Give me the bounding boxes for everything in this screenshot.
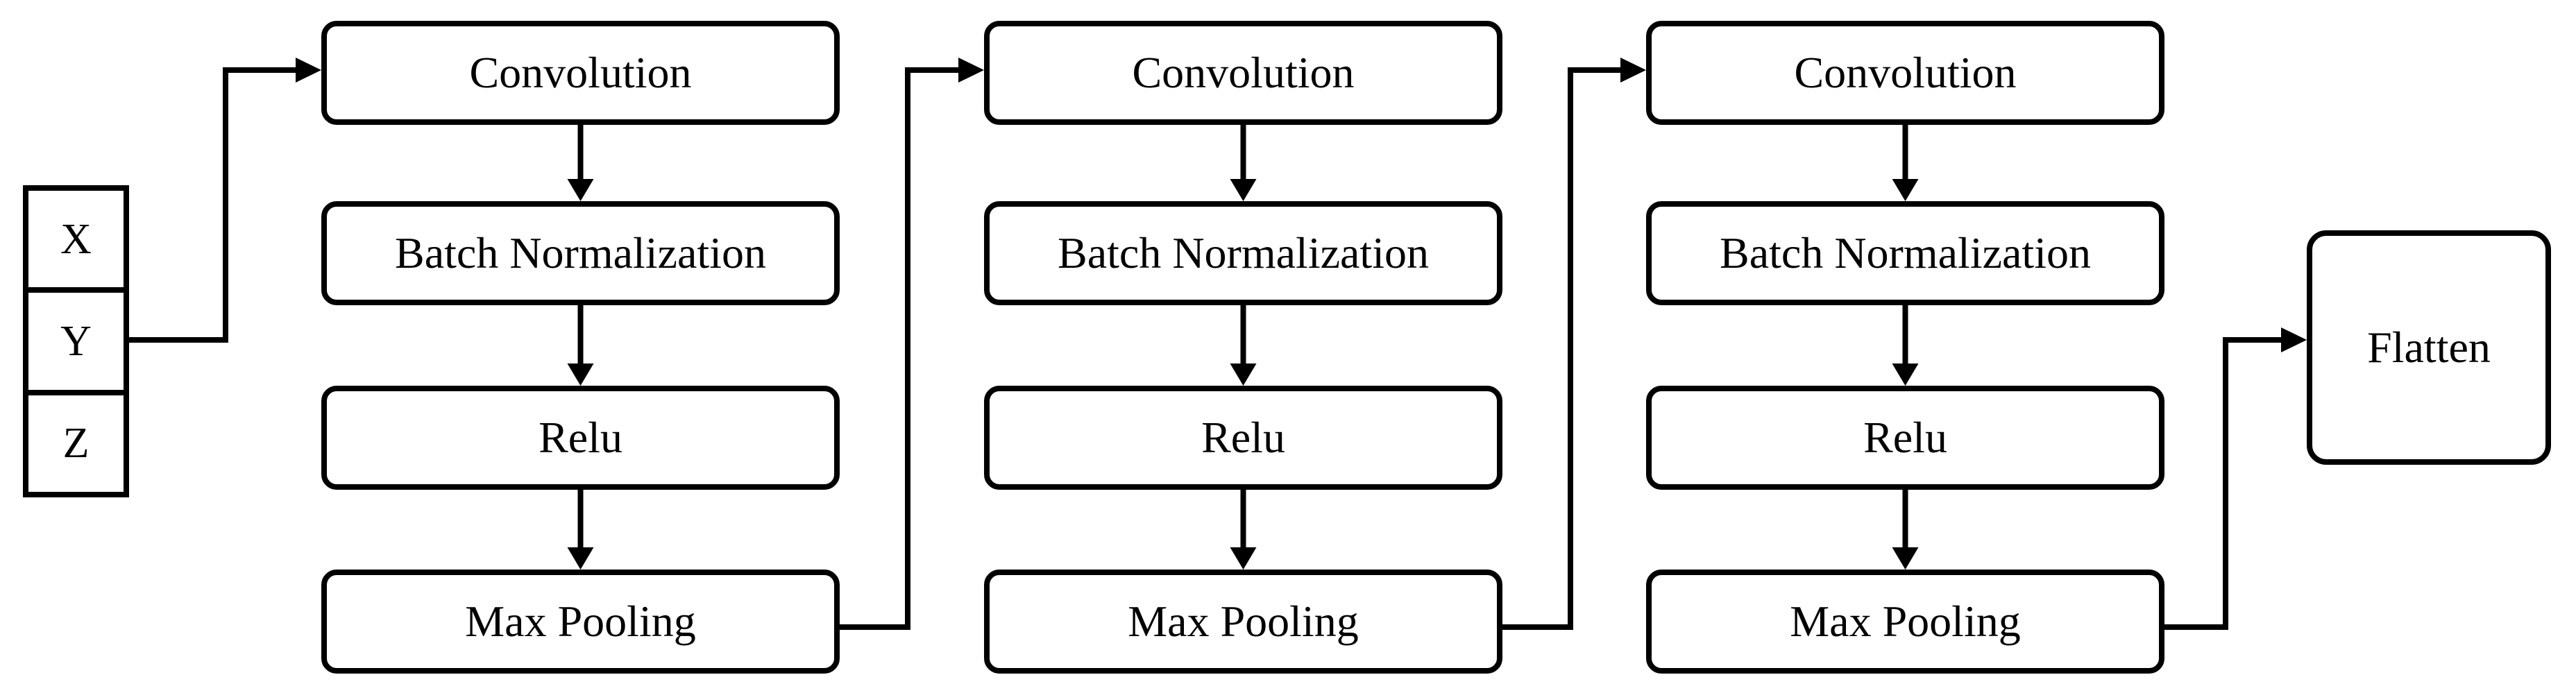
- input-label-y: Y: [60, 317, 92, 365]
- input-label-x: X: [60, 215, 92, 263]
- block-max-pooling-1: Max Pooling: [321, 570, 840, 674]
- block-label: Relu: [1201, 413, 1285, 462]
- block-label: Batch Normalization: [1058, 228, 1429, 277]
- block-label: Flatten: [2367, 323, 2491, 372]
- input-xyz-box: X Y Z: [23, 185, 129, 497]
- input-cell-z: Z: [28, 389, 124, 492]
- arrowhead-bn-2-icon: [1230, 179, 1257, 201]
- block-batch-normalization-3: Batch Normalization: [1646, 201, 2164, 305]
- block-label: Relu: [1863, 413, 1947, 462]
- arrowhead-flatten-icon: [2281, 327, 2307, 352]
- arrowhead-relu-2-icon: [1230, 363, 1257, 386]
- block-relu-3: Relu: [1646, 386, 2164, 490]
- block-label: Relu: [539, 413, 622, 462]
- block-label: Max Pooling: [1790, 597, 2021, 646]
- block-max-pooling-2: Max Pooling: [984, 570, 1502, 674]
- arrowhead-maxpool-3-icon: [1892, 547, 1919, 570]
- arrowhead-relu-3-icon: [1892, 363, 1919, 386]
- block-convolution-2: Convolution: [984, 21, 1502, 125]
- arrowhead-input-conv1-icon: [296, 58, 321, 83]
- arrowhead-maxpool-2-icon: [1230, 547, 1257, 570]
- block-label: Batch Normalization: [1720, 228, 2091, 277]
- block-convolution-1: Convolution: [321, 21, 840, 125]
- arrowhead-bn-3-icon: [1892, 179, 1919, 201]
- block-label: Convolution: [1794, 48, 2017, 97]
- arrowhead-bn-1-icon: [567, 179, 594, 201]
- input-cell-y: Y: [28, 287, 124, 389]
- block-relu-1: Relu: [321, 386, 840, 490]
- block-convolution-3: Convolution: [1646, 21, 2164, 125]
- input-label-z: Z: [62, 420, 90, 468]
- connector-col1-to-col2: [840, 67, 958, 630]
- arrowhead-relu-1-icon: [567, 363, 594, 386]
- connector-input-elbow: [129, 67, 296, 343]
- block-relu-2: Relu: [984, 386, 1502, 490]
- arrowhead-maxpool-1-icon: [567, 547, 594, 570]
- connector-col3-to-flatten: [2164, 337, 2281, 630]
- block-max-pooling-3: Max Pooling: [1646, 570, 2164, 674]
- block-label: Batch Normalization: [395, 228, 766, 277]
- block-label: Convolution: [1132, 48, 1355, 97]
- block-label: Convolution: [469, 48, 692, 97]
- block-label: Max Pooling: [1128, 597, 1359, 646]
- input-cell-x: X: [28, 191, 124, 287]
- arrowhead-conv2-icon: [958, 58, 984, 83]
- arrowhead-conv3-icon: [1620, 58, 1646, 83]
- block-batch-normalization-2: Batch Normalization: [984, 201, 1502, 305]
- block-label: Max Pooling: [465, 597, 696, 646]
- connector-col2-to-col3: [1502, 67, 1620, 630]
- block-flatten: Flatten: [2307, 230, 2551, 465]
- block-batch-normalization-1: Batch Normalization: [321, 201, 840, 305]
